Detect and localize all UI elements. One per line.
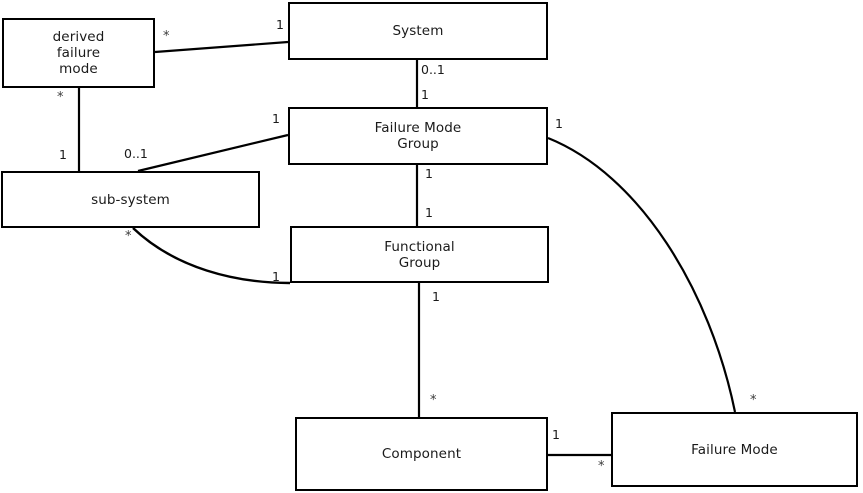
multiplicity-sub-system-derived-failure-mode-one: 1 <box>59 147 67 162</box>
multiplicity-component-failure-mode-one: 1 <box>552 427 560 442</box>
class-box-derived-failure-mode[interactable]: derived failure mode <box>2 18 155 88</box>
class-box-system[interactable]: System <box>288 2 548 60</box>
multiplicity-system-derived-failure-mode-one: 1 <box>276 17 284 32</box>
multiplicity-derived-failure-mode-system-star: * <box>163 29 170 44</box>
class-name-failure-mode-group: Failure Mode Group <box>374 120 462 152</box>
multiplicity-functional-group-failure-mode-group-one: 1 <box>425 205 433 220</box>
class-box-component[interactable]: Component <box>295 417 548 491</box>
class-box-functional-group[interactable]: Functional Group <box>290 226 549 283</box>
multiplicity-component-functional-group-star: * <box>430 393 437 408</box>
multiplicity-failure-mode-failure-mode-group-star: * <box>750 393 757 408</box>
multiplicity-sub-system-failure-mode-group-zero-one: 0..1 <box>124 146 148 161</box>
multiplicity-sub-system-functional-group-star: * <box>125 229 132 244</box>
class-name-derived-failure-mode: derived failure mode <box>52 29 105 77</box>
class-box-sub-system[interactable]: sub-system <box>1 171 260 228</box>
association-derived-failure-mode-system <box>154 40 289 54</box>
class-box-failure-mode-group[interactable]: Failure Mode Group <box>288 107 548 165</box>
class-name-sub-system: sub-system <box>91 191 170 208</box>
multiplicity-derived-failure-mode-sub-system-star: * <box>57 90 64 105</box>
multiplicity-functional-group-component-one: 1 <box>432 289 440 304</box>
class-name-component: Component <box>381 446 462 462</box>
class-name-failure-mode: Failure Mode <box>691 441 778 458</box>
multiplicity-failure-mode-group-sub-system-one: 1 <box>272 111 280 126</box>
class-box-failure-mode[interactable]: Failure Mode <box>611 412 858 487</box>
multiplicity-system-failure-mode-group-zero-one: 0..1 <box>421 62 445 77</box>
association-failure-mode-group-failure-mode <box>547 136 737 413</box>
multiplicity-failure-mode-component-star: * <box>598 459 605 474</box>
multiplicity-functional-group-sub-system-one: 1 <box>272 269 280 284</box>
association-sub-system-functional-group <box>132 227 291 285</box>
multiplicity-failure-mode-group-failure-mode-one: 1 <box>555 116 563 131</box>
multiplicity-failure-mode-group-functional-group-one: 1 <box>425 166 433 181</box>
class-name-system: System <box>392 23 444 39</box>
multiplicity-failure-mode-group-system-one: 1 <box>421 87 429 102</box>
class-name-functional-group: Functional Group <box>384 238 455 271</box>
association-sub-system-failure-mode-group <box>137 133 289 173</box>
